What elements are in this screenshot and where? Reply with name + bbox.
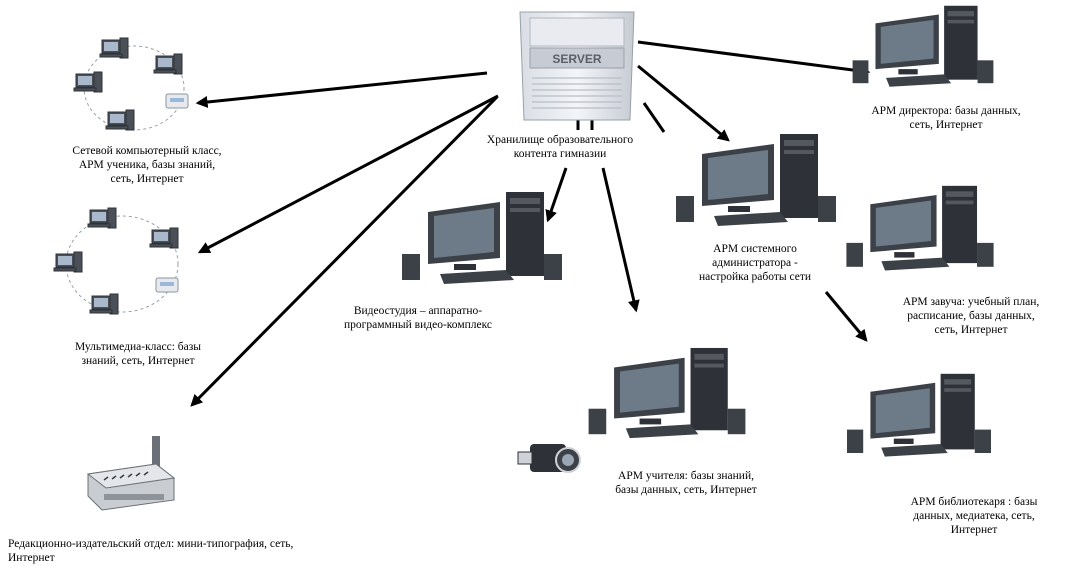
director-label: АРМ директора: базы данных, сеть, Интерн… bbox=[871, 105, 1021, 131]
director-workstation-icon bbox=[852, 5, 994, 87]
arrow-to-publishing bbox=[190, 95, 499, 407]
sysadmin-label: АРМ системного администратора - настройк… bbox=[698, 243, 812, 283]
librarian-label: АРМ библиотекаря : базы данных, медиатек… bbox=[910, 496, 1038, 536]
librarian-workstation-icon bbox=[847, 373, 991, 457]
binding-machine-icon bbox=[86, 436, 176, 511]
teacher-label: АРМ учителя: базы знаний, базы данных, с… bbox=[615, 470, 757, 496]
teacher-workstation-icon bbox=[588, 347, 746, 439]
video-studio-label: Видеостудия – аппаратно- программный вид… bbox=[343, 305, 493, 331]
camera-icon bbox=[517, 444, 581, 473]
arrow-to-network-class bbox=[195, 71, 488, 108]
arrow-to-multimedia-class bbox=[197, 94, 499, 254]
network-class-label: Сетевой компьютерный класс, АРМ ученика,… bbox=[72, 145, 222, 185]
server-badge: SERVER bbox=[552, 52, 601, 66]
deputy-workstation-icon bbox=[846, 185, 994, 271]
arrow-to-video-studio bbox=[545, 167, 568, 223]
sysadmin-workstation-icon bbox=[676, 134, 836, 226]
multimedia-class-ring-icon bbox=[53, 207, 179, 315]
video-studio-workstation-icon bbox=[402, 192, 562, 284]
arrow-to-teacher bbox=[601, 167, 640, 313]
server-caption: Хранилище образовательного контента гимн… bbox=[486, 134, 634, 160]
deputy-label: АРМ завуча: учебный план, расписание, ба… bbox=[902, 296, 1040, 336]
multimedia-class-label: Мультимедиа-класс: базы знаний, сеть, Ин… bbox=[74, 341, 201, 367]
server-icon: SERVER bbox=[519, 11, 635, 121]
arrow-to-director bbox=[637, 40, 871, 77]
arrow-to-sysadmin bbox=[637, 64, 730, 142]
publishing-label: Редакционно-издательский отдел: мини-тип… bbox=[8, 538, 294, 564]
network-class-ring-icon bbox=[73, 37, 189, 131]
arrow-to-deputy bbox=[824, 291, 868, 342]
link-server-sysadmin-2 bbox=[642, 102, 666, 133]
